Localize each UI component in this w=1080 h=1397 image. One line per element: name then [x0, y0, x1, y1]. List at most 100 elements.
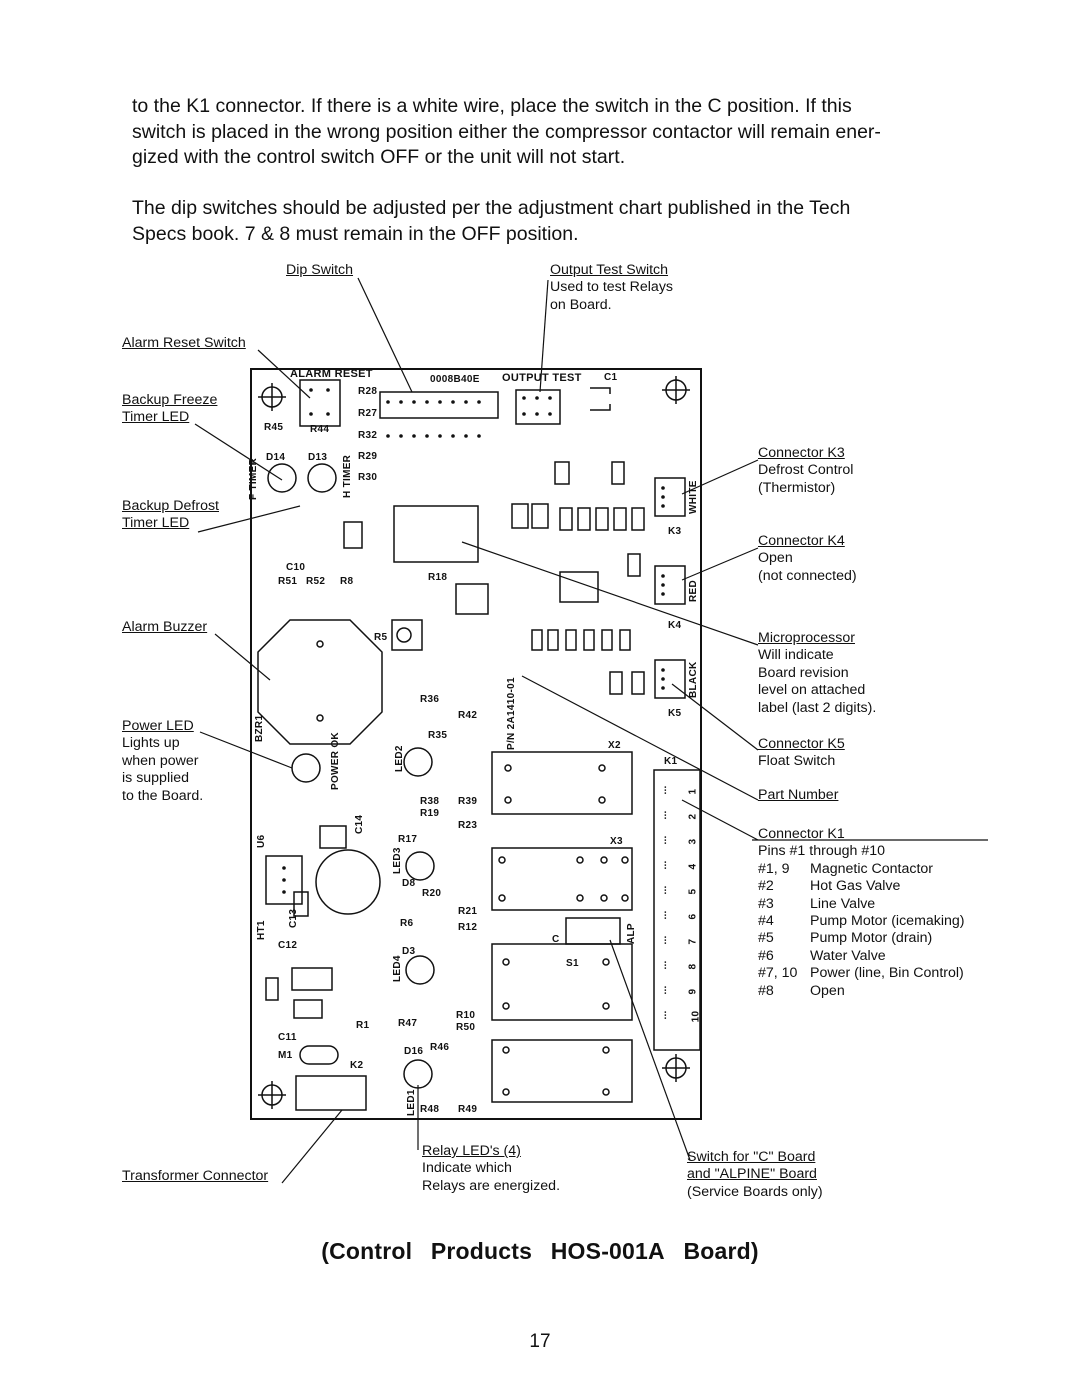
board-r42: R42 — [458, 710, 478, 721]
alarm-buzzer-leader — [214, 633, 271, 681]
dip-switch-leader — [357, 277, 413, 393]
power-led-line-1: Lights up — [122, 735, 180, 752]
board-r51: R51 — [278, 576, 298, 587]
k1-pin-mark: ⫶ — [664, 986, 667, 997]
board-f-timer: F TIMER — [248, 457, 259, 500]
relay-leds-line-1: Indicate which — [422, 1160, 512, 1177]
k1-pin-number: 4 — [687, 863, 699, 870]
relay-leds-title: Relay LED's (4) — [422, 1143, 521, 1159]
intro-line-3: gized with the control switch OFF or the… — [132, 146, 626, 168]
transformer-leader — [281, 1109, 343, 1184]
backup-defrost-line-2: Timer LED — [122, 515, 190, 532]
board-c1: C1 — [604, 372, 618, 383]
power-led-line-2: when power — [122, 752, 199, 769]
relay-leds-callout: Relay LED's (4) Indicate which Relays ar… — [422, 1143, 560, 1195]
k1-pin-number: 5 — [687, 888, 699, 895]
board-r46: R46 — [430, 1042, 450, 1053]
k4-line-2: (not connected) — [758, 567, 857, 584]
board-red: RED — [688, 579, 699, 602]
board-x2: X2 — [608, 740, 621, 751]
board-m1: M1 — [278, 1050, 293, 1061]
k3-title: Connector K3 — [758, 445, 845, 461]
board-r6: R6 — [400, 918, 414, 929]
k1-pin-id: #5 — [758, 930, 774, 947]
k3-callout: Connector K3 Defrost Control (Thermistor… — [758, 445, 853, 497]
dip-line-2: Specs book. 7 & 8 must remain in the OFF… — [132, 222, 579, 245]
k1-pin-mark: ⫶ — [664, 811, 667, 822]
output-test-callout: Output Test Switch Used to test Relays o… — [550, 262, 673, 314]
board-output-test-label: OUTPUT TEST — [502, 372, 582, 384]
alpine-switch-line-1: Switch for "C" Board — [687, 1149, 816, 1165]
k1-pin-desc: Hot Gas Valve — [810, 878, 901, 895]
board-white: WHITE — [688, 480, 699, 514]
power-led-callout: Power LED Lights up when power is suppli… — [122, 718, 203, 805]
k1-pin-desc: Pump Motor (drain) — [810, 930, 933, 947]
k3-leader — [681, 459, 759, 495]
micro-line-4: label (last 2 digits). — [758, 699, 877, 716]
k1-pin-number: 3 — [687, 838, 699, 845]
board-r20: R20 — [422, 888, 442, 899]
caption-word-4: Board) — [683, 1238, 759, 1264]
k1-pin-number: 10 — [690, 1010, 702, 1023]
board-c12: C12 — [278, 940, 298, 951]
board-power-ok: POWER OK — [330, 732, 341, 790]
page-number: 17 — [529, 1331, 551, 1352]
board-led1: LED1 — [406, 1089, 417, 1116]
board-part-number: P/N 2A1410-01 — [506, 677, 517, 750]
dip-switch-callout: Dip Switch — [286, 262, 354, 278]
board-k4: K4 — [668, 620, 682, 631]
board-r8: R8 — [340, 576, 354, 587]
k1-pin-id: #7, 10 — [758, 965, 798, 982]
dip-switch-paragraph: The dip switches should be adjusted per … — [132, 196, 952, 247]
board-black: BLACK — [688, 661, 699, 699]
k1-pin-number: 9 — [687, 988, 699, 995]
k1-pin-number: 1 — [687, 788, 699, 795]
board-r29: R29 — [358, 451, 378, 462]
k4-leader — [681, 547, 759, 581]
board-part-code: 0008B40E — [430, 374, 480, 385]
part-number-leader — [521, 675, 759, 801]
board-r5: R5 — [374, 632, 388, 643]
power-led-leader — [199, 731, 293, 769]
k1-leader — [681, 799, 759, 841]
output-test-title: Output Test Switch — [550, 262, 669, 278]
board-d14: D14 — [266, 452, 286, 463]
k5-leader — [671, 683, 759, 751]
k1-pin-mark: ⫶ — [664, 961, 667, 972]
alpine-switch-line-3: (Service Boards only) — [687, 1183, 823, 1200]
micro-title: Microprocessor — [758, 630, 855, 646]
board-r44: R44 — [310, 424, 330, 435]
board-r39: R39 — [458, 796, 478, 807]
k1-pin-number: 8 — [687, 963, 699, 970]
board-r21: R21 — [458, 906, 478, 917]
board-r38: R38 — [420, 796, 440, 807]
k1-pin-mark: ⫶ — [664, 911, 667, 922]
output-test-line-1: Used to test Relays — [550, 279, 674, 296]
board-x3: X3 — [610, 836, 623, 847]
k1-pin-number: 6 — [687, 913, 699, 920]
board-c13: C13 — [288, 908, 299, 928]
micro-leader — [461, 541, 759, 646]
k5-title: Connector K5 — [758, 736, 845, 752]
board-k1: K1 — [664, 756, 678, 767]
board-k2: K2 — [350, 1060, 364, 1071]
board-led4: LED4 — [392, 955, 403, 982]
board-r36: R36 — [420, 694, 440, 705]
control-board-outline — [250, 368, 702, 1120]
board-c11: C11 — [278, 1032, 297, 1043]
backup-defrost-callout: Backup Defrost Timer LED — [122, 498, 219, 533]
micro-line-2: Board revision — [758, 664, 849, 681]
power-led-line-4: to the Board. — [122, 787, 204, 804]
board-r50: R50 — [456, 1022, 476, 1033]
board-u6: U6 — [256, 834, 267, 848]
board-r48: R48 — [420, 1104, 440, 1115]
power-led-title: Power LED — [122, 718, 194, 734]
k1-pin-desc: Magnetic Contactor — [810, 860, 934, 877]
